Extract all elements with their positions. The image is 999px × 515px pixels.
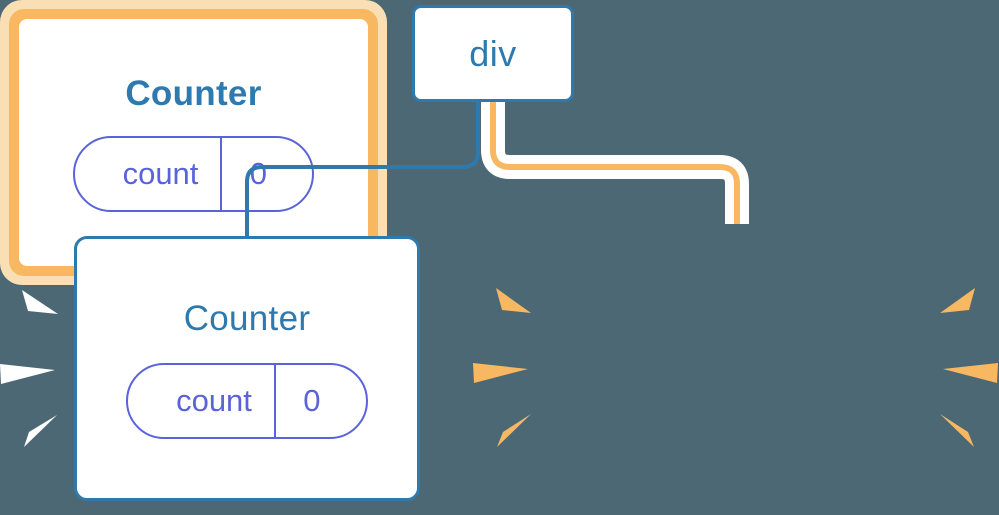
- edge-div-to-counter-left: [245, 102, 480, 238]
- sparkles-counter-right-right: [940, 288, 998, 447]
- prop-value-label: 0: [220, 137, 312, 210]
- node-counter-left[interactable]: Counter count 0: [74, 236, 420, 501]
- sparkles-counter-left: [0, 290, 58, 447]
- node-counter-right-card: Counter count 0: [19, 19, 368, 266]
- sparkle-ray-icon: [0, 364, 55, 384]
- prop-pill-count-right[interactable]: count 0: [72, 135, 315, 212]
- node-counter-left-label: Counter: [183, 298, 311, 338]
- edge-div-to-counter-right: [490, 102, 740, 224]
- sparkle-ray-icon: [496, 288, 531, 313]
- sparkle-ray-icon: [497, 414, 531, 447]
- sparkle-ray-icon: [940, 414, 974, 447]
- sparkle-ray-icon: [940, 288, 975, 313]
- prop-name-label: count: [176, 382, 252, 418]
- sparkle-ray-icon: [22, 290, 58, 314]
- node-counter-right[interactable]: Counter count 0: [0, 0, 387, 285]
- sparkles-counter-right-left: [473, 288, 531, 447]
- sparkle-ray-icon: [473, 363, 528, 383]
- highlight-ring: Counter count 0: [9, 9, 378, 276]
- node-div-label: div: [469, 32, 517, 74]
- prop-value-label: 0: [273, 364, 366, 437]
- sparkle-ray-icon: [943, 363, 998, 383]
- node-div[interactable]: div: [412, 5, 574, 102]
- node-counter-right-label: Counter: [125, 73, 262, 113]
- sparkle-ray-icon: [24, 415, 57, 447]
- prop-name-label: count: [122, 155, 199, 191]
- prop-pill-count-left[interactable]: count 0: [126, 362, 368, 439]
